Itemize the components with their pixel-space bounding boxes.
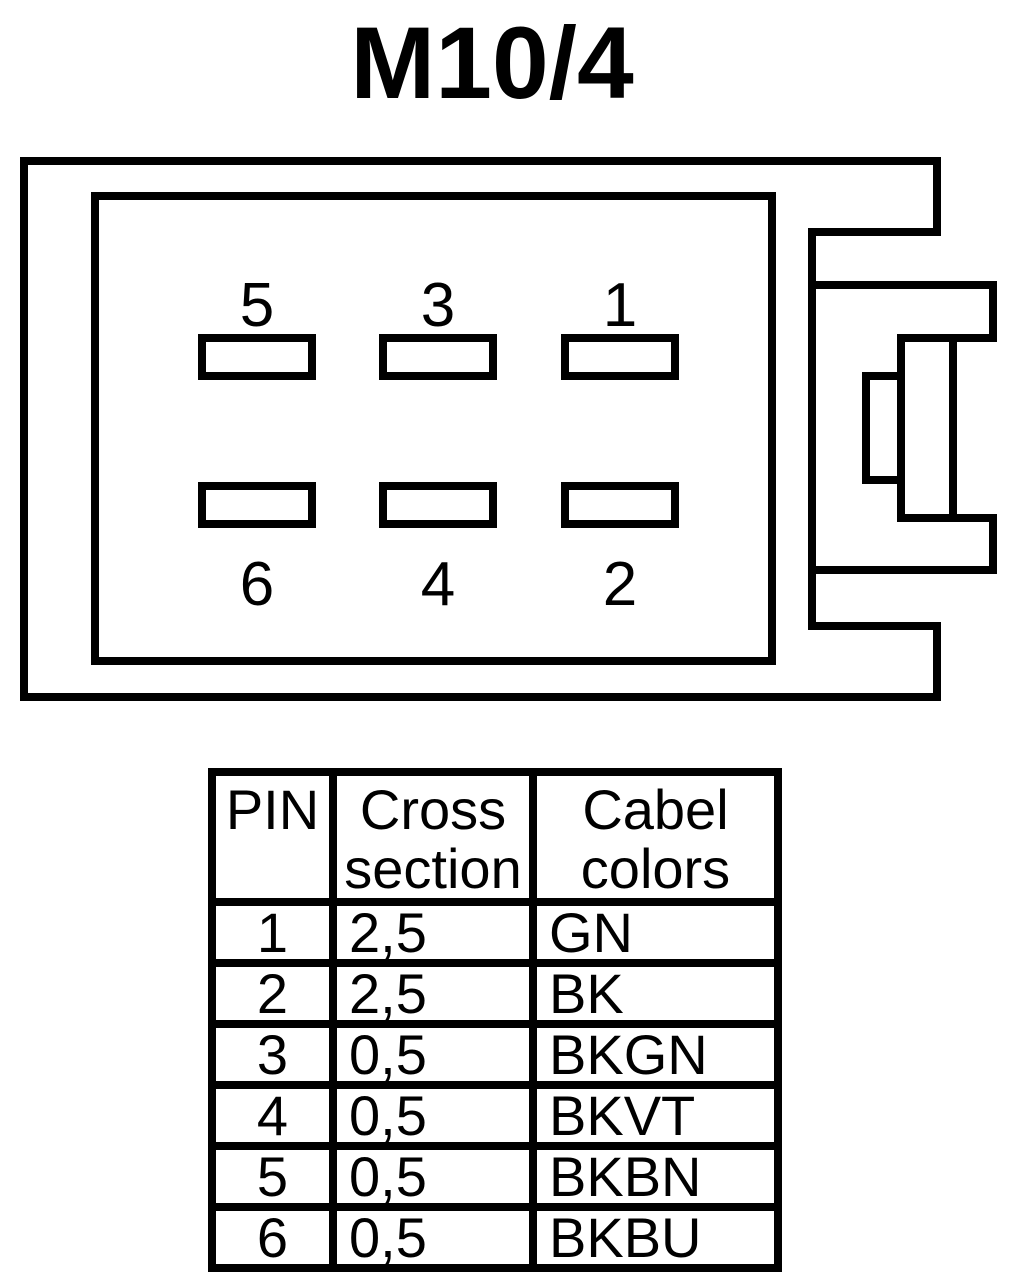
cell-pin: 4 — [208, 1081, 337, 1150]
cell-cable-color: BKGN — [529, 1020, 782, 1089]
table-row: 1 2,5 GN — [208, 898, 782, 967]
pin-slot-2 — [561, 482, 679, 528]
pin-label-6: 6 — [240, 550, 274, 619]
header-cross-section: Cross section — [329, 768, 537, 906]
pin-label-2: 2 — [603, 550, 637, 619]
pin-slot-1 — [561, 334, 679, 380]
pin-slot-4 — [379, 482, 497, 528]
cell-pin: 1 — [208, 898, 337, 967]
header-cabel-colors: Cabel colors — [529, 768, 782, 906]
cell-cable-color: BK — [529, 959, 782, 1028]
cell-pin: 6 — [208, 1203, 337, 1272]
cell-cross-section: 0,5 — [329, 1203, 537, 1272]
pin-slot-5 — [198, 334, 316, 380]
pin-label-4: 4 — [421, 550, 455, 619]
cell-cross-section: 0,5 — [329, 1081, 537, 1150]
latch-tab — [897, 334, 957, 522]
table-row: 3 0,5 BKGN — [208, 1020, 782, 1089]
header-pin: PIN — [208, 768, 337, 906]
table-row: 5 0,5 BKBN — [208, 1142, 782, 1211]
cell-cross-section: 2,5 — [329, 959, 537, 1028]
pin-label-3: 3 — [421, 271, 455, 340]
cell-pin: 3 — [208, 1020, 337, 1089]
cell-cross-section: 0,5 — [329, 1020, 537, 1089]
cell-cable-color: BKBU — [529, 1203, 782, 1272]
pin-slot-3 — [379, 334, 497, 380]
pin-label-1: 1 — [603, 271, 637, 340]
cell-pin: 5 — [208, 1142, 337, 1211]
page-title: M10/4 — [350, 6, 634, 120]
pin-cavity — [91, 192, 776, 665]
table-row: 4 0,5 BKVT — [208, 1081, 782, 1150]
table-row: 2 2,5 BK — [208, 959, 782, 1028]
connector-diagram: 5 3 1 6 4 2 — [20, 157, 997, 701]
cell-cable-color: GN — [529, 898, 782, 967]
connector-housing-outline — [20, 157, 941, 701]
cell-cross-section: 0,5 — [329, 1142, 537, 1211]
table-row: 6 0,5 BKBU — [208, 1203, 782, 1272]
cell-cross-section: 2,5 — [329, 898, 537, 967]
table-header-row: PIN Cross section Cabel colors — [208, 768, 782, 906]
pinout-table: PIN Cross section Cabel colors 1 2,5 GN … — [208, 768, 782, 1272]
latch-detail — [862, 372, 905, 484]
cell-cable-color: BKBN — [529, 1142, 782, 1211]
cell-pin: 2 — [208, 959, 337, 1028]
pin-label-5: 5 — [240, 271, 274, 340]
cell-cable-color: BKVT — [529, 1081, 782, 1150]
pin-slot-6 — [198, 482, 316, 528]
